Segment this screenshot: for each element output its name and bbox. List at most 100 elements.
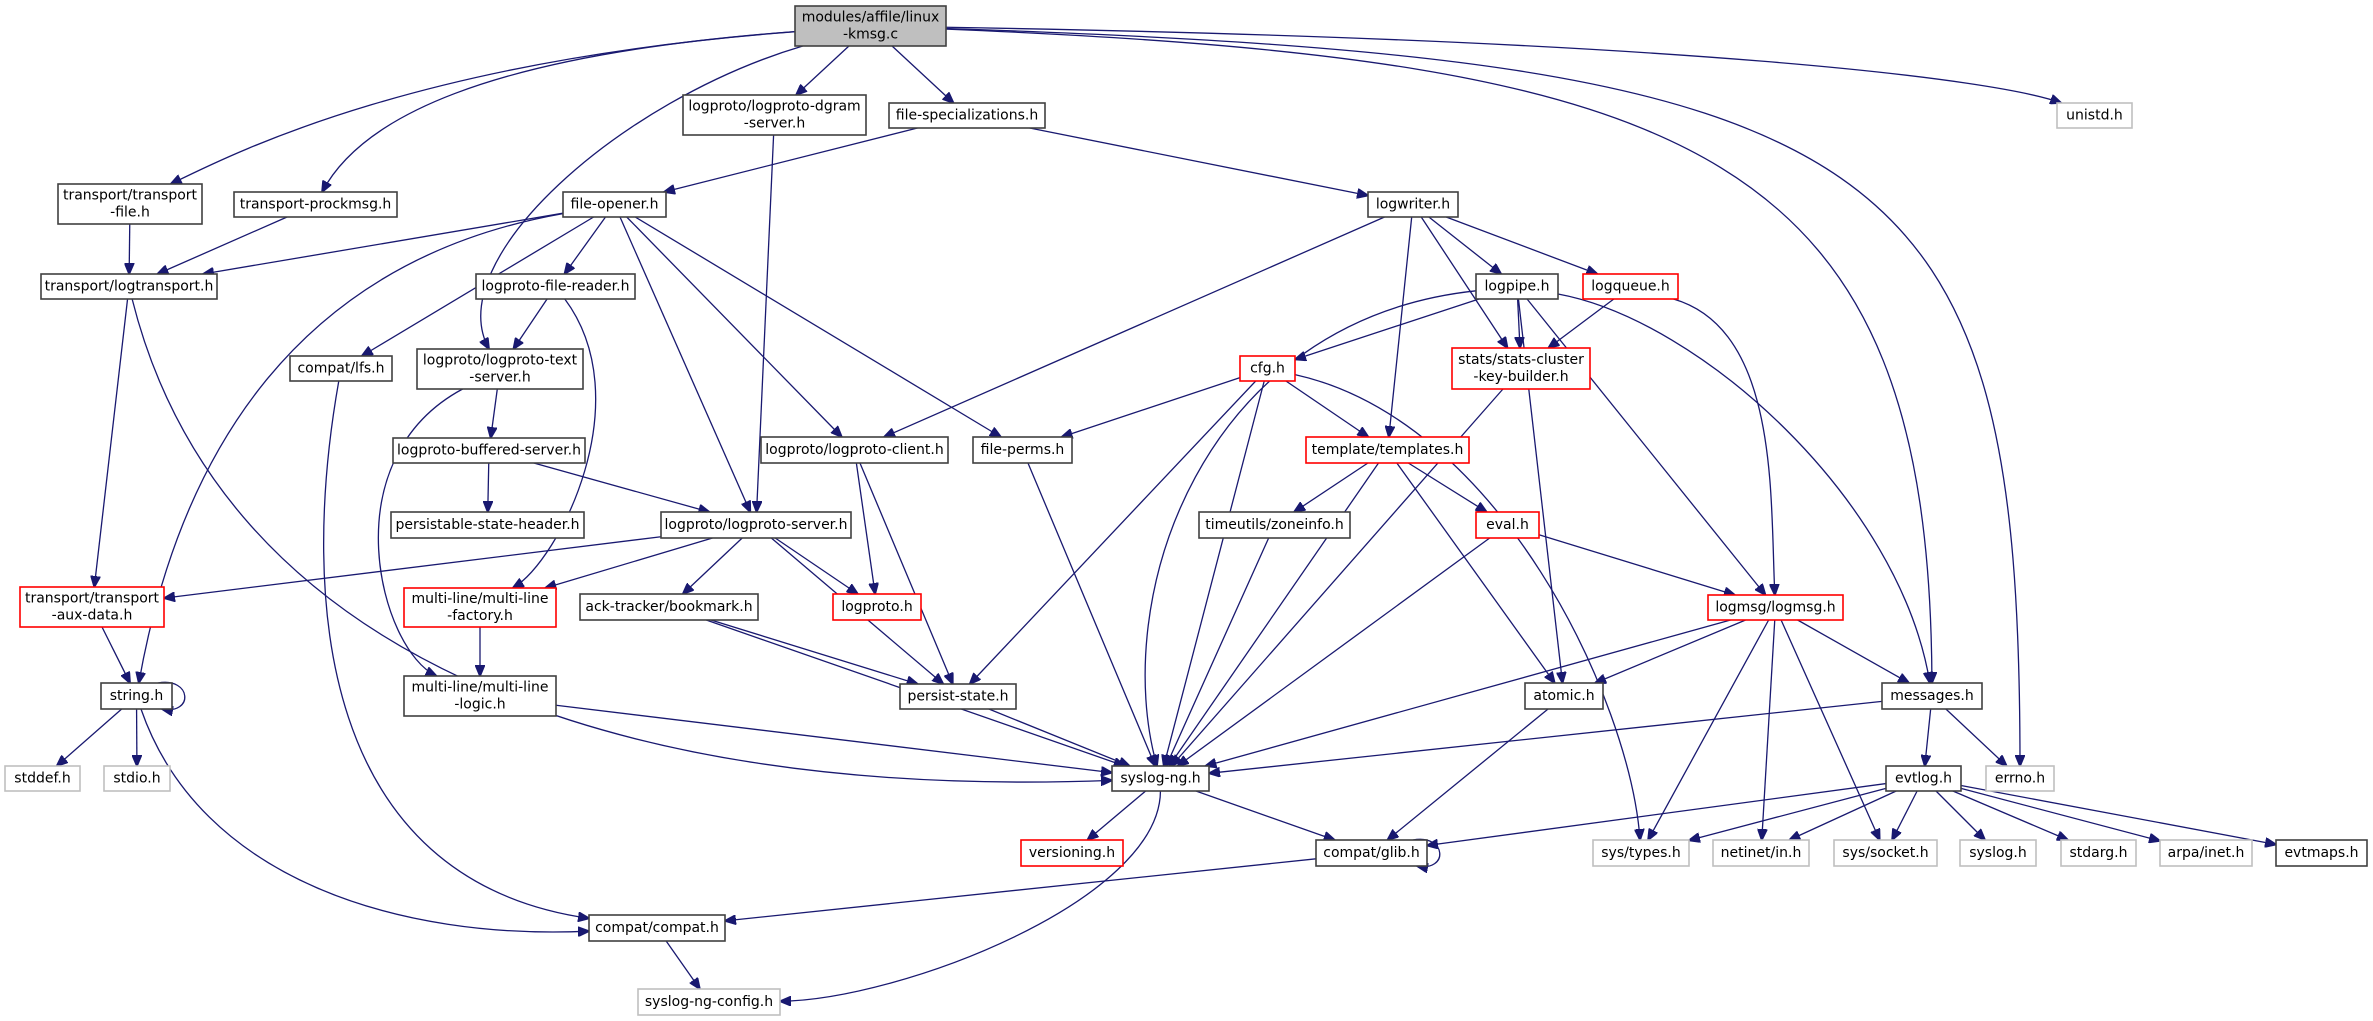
node-box <box>760 436 949 464</box>
node-box <box>403 587 557 628</box>
node-server[interactable]: logproto/logproto-server.h <box>660 511 852 539</box>
node-label: logproto/logproto-server.h <box>665 517 848 533</box>
node-logqueue[interactable]: logqueue.h <box>1582 273 1679 300</box>
node-sys-types: sys/types.h <box>1592 839 1690 867</box>
edge-logmsg-to-syslogng <box>1205 619 1731 766</box>
node-eval[interactable]: eval.h <box>1475 511 1540 539</box>
edge-file-spec-to-logwriter <box>1029 127 1368 196</box>
node-ml-logic[interactable]: multi-line/multi-line-logic.h <box>403 675 557 717</box>
node-dgram[interactable]: logproto/logproto-dgram-server.h <box>682 94 867 136</box>
node-bookmark[interactable]: ack-tracker/bookmark.h <box>579 593 759 621</box>
node-box <box>40 273 218 300</box>
edge-evtlog-to-evtmaps <box>1960 784 2276 845</box>
node-box <box>1712 839 1810 867</box>
node-unistd: unistd.h <box>2056 102 2133 129</box>
edge-cfg-to-file-perms <box>1062 377 1241 437</box>
node-label: versioning.h <box>1029 845 1115 861</box>
edge-persist-state-to-syslogng <box>988 708 1130 766</box>
node-templates[interactable]: template/templates.h <box>1305 436 1470 464</box>
node-evtmaps[interactable]: evtmaps.h <box>2275 839 2368 867</box>
edge-evtlog-to-syslog <box>1935 790 1985 840</box>
node-label: netinet/in.h <box>1721 845 1802 861</box>
node-label: -logic.h <box>454 697 505 713</box>
edge-templates-to-syslogng <box>1169 462 1380 766</box>
node-netinet: netinet/in.h <box>1712 839 1810 867</box>
node-text-server[interactable]: logproto/logproto-text-server.h <box>416 348 584 390</box>
node-box <box>1020 839 1124 867</box>
edge-logmsg-to-messages <box>1797 619 1909 683</box>
node-logtransport[interactable]: transport/logtransport.h <box>40 273 218 300</box>
edge-logpipe-to-stats <box>1518 298 1520 348</box>
node-box <box>972 436 1073 464</box>
edge-logwriter-to-templates <box>1389 216 1413 437</box>
node-compat[interactable]: compat/compat.h <box>588 914 726 942</box>
edge-text-server-to-ml-logic <box>377 388 463 676</box>
edge-cfg-to-persist-state <box>970 380 1257 684</box>
edge-evtlog-to-arpa-inet <box>1960 787 2160 840</box>
node-box <box>2056 102 2133 129</box>
edge-evtlog-to-netinet <box>1789 790 1897 840</box>
node-persistable[interactable]: persistable-state-header.h <box>390 511 585 539</box>
node-box <box>682 94 867 136</box>
node-box <box>637 988 781 1016</box>
node-evtlog[interactable]: evtlog.h <box>1885 765 1962 792</box>
node-file-perms[interactable]: file-perms.h <box>972 436 1073 464</box>
edge-root-to-text-server <box>481 45 803 349</box>
node-box <box>2275 839 2368 867</box>
node-box <box>1582 273 1679 300</box>
node-box <box>1239 355 1296 382</box>
node-transport-file[interactable]: transport/transport-file.h <box>57 183 203 225</box>
edge-file-opener-to-file-reader <box>564 216 607 274</box>
edge-logwriter-to-logpipe <box>1428 216 1501 274</box>
node-stats[interactable]: stats/stats-cluster-key-builder.h <box>1451 347 1591 390</box>
edge-server-to-aux-data <box>164 536 662 598</box>
node-cfg[interactable]: cfg.h <box>1239 355 1296 382</box>
node-syslogng[interactable]: syslog-ng.h <box>1111 765 1210 792</box>
edge-root-to-dgram <box>796 45 850 95</box>
node-errno: errno.h <box>1985 765 2055 792</box>
node-file-spec[interactable]: file-specializations.h <box>888 102 1046 129</box>
node-label: -file.h <box>110 205 150 221</box>
node-label: evtlog.h <box>1895 771 1952 787</box>
node-logwriter[interactable]: logwriter.h <box>1367 191 1459 218</box>
node-file-opener[interactable]: file-opener.h <box>562 191 667 218</box>
node-logmsg[interactable]: logmsg/logmsg.h <box>1707 594 1844 621</box>
node-versioning[interactable]: versioning.h <box>1020 839 1124 867</box>
node-zoneinfo[interactable]: timeutils/zoneinfo.h <box>1198 511 1351 539</box>
node-root[interactable]: modules/affile/linux-kmsg.c <box>794 5 947 47</box>
edge-compat-to-config <box>665 940 700 989</box>
node-lfs[interactable]: compat/lfs.h <box>289 355 393 382</box>
node-file-reader[interactable]: logproto-file-reader.h <box>475 273 636 300</box>
edge-zoneinfo-to-syslogng <box>1166 537 1270 766</box>
edge-file-spec-to-file-opener <box>664 127 918 192</box>
node-box <box>1881 682 1983 710</box>
node-glib[interactable]: compat/glib.h <box>1315 839 1428 867</box>
node-label: atomic.h <box>1533 688 1594 704</box>
node-client[interactable]: logproto/logproto-client.h <box>760 436 949 464</box>
node-box <box>832 593 922 621</box>
node-box <box>1885 765 1962 792</box>
node-box <box>1475 511 1540 539</box>
node-string[interactable]: string.h <box>100 682 173 710</box>
node-label: sys/socket.h <box>1842 845 1928 861</box>
edge-string-to-compat <box>140 708 589 932</box>
node-atomic[interactable]: atomic.h <box>1524 682 1604 710</box>
node-label: errno.h <box>1995 771 2045 787</box>
node-aux-data[interactable]: transport/transport-aux-data.h <box>19 586 165 628</box>
node-box <box>888 102 1046 129</box>
edge-logqueue-to-logmsg <box>1673 298 1774 595</box>
node-persist-state[interactable]: persist-state.h <box>899 683 1017 710</box>
node-ml-factory[interactable]: multi-line/multi-line-factory.h <box>403 587 557 628</box>
node-stdarg: stdarg.h <box>2060 839 2137 867</box>
node-logpipe[interactable]: logpipe.h <box>1475 273 1559 300</box>
edge-aux-data-to-string <box>101 626 130 683</box>
edge-root-to-unistd <box>945 26 2061 103</box>
node-box <box>1592 839 1690 867</box>
node-label: logproto/logproto-text <box>423 353 578 369</box>
node-label: timeutils/zoneinfo.h <box>1205 517 1344 533</box>
node-buffered[interactable]: logproto-buffered-server.h <box>392 437 586 464</box>
node-logproto[interactable]: logproto.h <box>832 593 922 621</box>
node-messages[interactable]: messages.h <box>1881 682 1983 710</box>
node-label: logproto.h <box>841 599 912 615</box>
node-prockmsg[interactable]: transport-prockmsg.h <box>233 191 398 218</box>
